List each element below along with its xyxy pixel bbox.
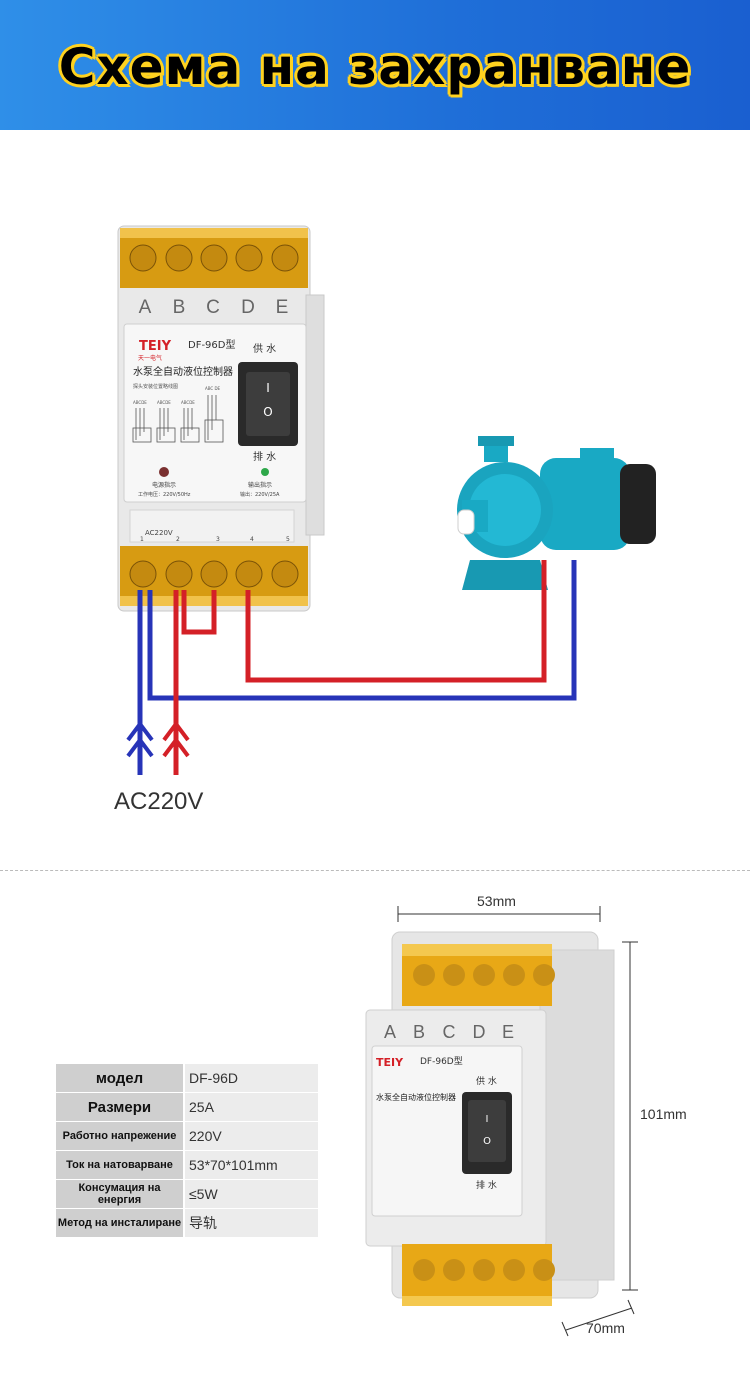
bottom-terminal-5: 5 — [286, 536, 290, 543]
spec-row: Метод на инсталиране 导轨 — [56, 1209, 318, 1238]
probe-diagram-4-label: ABC DE — [205, 386, 221, 391]
top-terminal-screws — [129, 244, 299, 272]
depth-dimension: 70mm — [586, 1320, 625, 1336]
output-indicator-led — [261, 468, 269, 476]
spec-row: модел DF-96D — [56, 1064, 318, 1093]
spec-key: Работно напрежение — [56, 1122, 183, 1150]
spec-key: Метод на инсталиране — [56, 1209, 183, 1237]
dimension-lines — [397, 906, 638, 1337]
bottom-terminal-1: 1 — [140, 536, 144, 543]
spec-row: Ток на натоварване 53*70*101mm — [56, 1151, 318, 1180]
side-switch-off-mark: O — [483, 1136, 491, 1147]
device-name: 水泵全自动液位控制器 — [133, 365, 233, 378]
side-terminal-label-e: E — [502, 1022, 514, 1042]
supply-label: 供 水 — [253, 342, 276, 355]
neutral-wire — [126, 560, 577, 775]
output-rating-label: 输出：220V/25A — [240, 491, 280, 498]
section-divider — [0, 870, 750, 871]
spec-table: модел DF-96D Размери 25A Работно напреже… — [56, 1064, 318, 1238]
probe-note: 探头安装位置略线图 — [133, 383, 178, 390]
side-terminal-label-b: B — [413, 1022, 425, 1042]
power-indicator-led — [159, 467, 169, 477]
spec-value: 53*70*101mm — [185, 1151, 318, 1179]
spec-value: 220V — [185, 1122, 318, 1150]
drain-label: 排 水 — [253, 450, 276, 463]
spec-value: DF-96D — [185, 1064, 318, 1092]
terminal-label-b: B — [173, 297, 186, 318]
side-drain-label: 排 水 — [476, 1179, 497, 1191]
side-supply-label: 供 水 — [476, 1075, 497, 1087]
width-dimension: 53mm — [477, 893, 516, 909]
ac-label: AC220V — [145, 529, 173, 537]
terminal-label-e: E — [276, 297, 289, 318]
model-label: DF-96D型 — [188, 338, 236, 351]
probe-diagrams: ABCDE ABCDE ABCDE ABC DE — [132, 386, 224, 443]
spec-row: Консумация на енергия ≤5W — [56, 1180, 318, 1209]
spec-row: Работно напрежение 220V — [56, 1122, 318, 1151]
switch-on-mark: I — [266, 381, 270, 395]
bottom-terminal-4: 4 — [250, 536, 254, 543]
probe-diagram-2-label: ABCDE — [157, 400, 171, 405]
work-voltage-label: 工作电压：220V/50Hz — [138, 491, 191, 498]
spec-key: модел — [56, 1064, 183, 1092]
wiring-diagram: A B C D E TEIY 天一电气 DF-96D型 供 水 水泵全自动液位控… — [117, 225, 656, 775]
probe-diagram-1-label: ABCDE — [133, 400, 147, 405]
side-model-label: DF-96D型 — [420, 1056, 463, 1067]
page-title: Схема на захранване — [58, 38, 692, 96]
spec-value: 25A — [185, 1093, 318, 1121]
spec-value: 导轨 — [185, 1209, 318, 1237]
terminal-label-d: D — [241, 297, 255, 318]
water-pump — [457, 436, 656, 590]
side-terminal-label-c: C — [443, 1022, 456, 1042]
spec-key: Ток на натоварване — [56, 1151, 183, 1179]
side-brand-logo: TEIY — [376, 1056, 404, 1069]
spec-key: Размери — [56, 1093, 183, 1121]
side-terminal-label-d: D — [473, 1022, 486, 1042]
live-wire — [162, 560, 547, 775]
controller-side-view — [365, 931, 615, 1306]
controller-unit: A B C D E TEIY 天一电气 DF-96D型 供 水 水泵全自动液位控… — [117, 225, 325, 612]
header-banner: Схема на захранване — [0, 0, 750, 130]
brand-sub: 天一电气 — [138, 354, 162, 362]
terminal-label-a: A — [139, 297, 152, 318]
bottom-terminal-screws — [129, 560, 299, 588]
bottom-terminal-3: 3 — [216, 536, 220, 543]
side-terminal-label-a: A — [384, 1022, 396, 1042]
spec-key: Консумация на енергия — [56, 1180, 183, 1208]
supply-voltage-label: AC220V — [114, 788, 204, 815]
brand-logo: TEIY — [139, 339, 172, 354]
switch-off-mark: O — [263, 405, 272, 419]
probe-diagram-3-label: ABCDE — [181, 400, 195, 405]
terminal-label-c: C — [206, 297, 220, 318]
power-rocker-switch[interactable]: I O — [238, 362, 298, 446]
power-indicator-label: 电源指示 — [152, 481, 176, 489]
bottom-terminal-2: 2 — [176, 536, 180, 543]
side-device-name: 水泵全自动液位控制器 — [376, 1092, 456, 1102]
spec-value: ≤5W — [185, 1180, 318, 1208]
height-dimension: 101mm — [640, 1106, 687, 1122]
output-indicator-label: 输出指示 — [248, 481, 272, 489]
spec-row: Размери 25A — [56, 1093, 318, 1122]
side-switch-on-mark: I — [486, 1114, 489, 1125]
